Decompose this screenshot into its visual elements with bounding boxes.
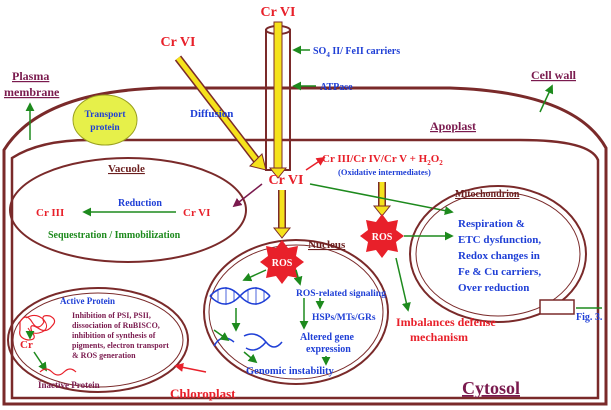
genomic-label: Genomic instability [246, 366, 335, 377]
ros-nucleus-burst [260, 240, 304, 284]
ros-to-dna-arrow [242, 269, 267, 282]
inactive-protein-label: Inactive Protein [38, 380, 100, 390]
to-vacuole-arrow [232, 183, 263, 208]
atpase-label: ATPase [320, 82, 353, 93]
chloroplast-cr: Cr [20, 339, 33, 351]
cytosol-label: Cytosol [462, 378, 520, 398]
ros-to-signaling-arrow [293, 269, 303, 286]
mitochondrion [409, 185, 587, 323]
mitochondrion-inner [415, 191, 581, 317]
plasma-membrane-outline [10, 138, 600, 400]
mito-line-2: ETC dysfunction, [458, 234, 541, 246]
intermediates-to-ros-arrow [372, 182, 392, 217]
diffusion-label: Diffusion [190, 108, 233, 120]
inhib-line-2: dissociation of RuBISCO, [72, 321, 160, 330]
mito-line-5: Over reduction [458, 282, 529, 294]
vacuole-label: Vacuole [108, 163, 145, 175]
reduction-label: Reduction [118, 198, 162, 209]
chl-arrow-2 [33, 351, 47, 372]
active-protein-label: Active Protein [60, 296, 115, 306]
ros-to-imbalance-arrow [395, 257, 411, 312]
altered-label-2: expression [306, 344, 351, 355]
fig3-label: Fig. 3. [576, 312, 603, 323]
mito-line-4: Fe & Cu carriers, [458, 266, 541, 278]
inhib-line-3: inhibition of synthesis of [72, 331, 156, 340]
transport-label-1: Transport [85, 110, 127, 120]
dna-arrow-2 [243, 351, 258, 364]
plasma-label-1: Plasma [12, 69, 49, 83]
vacuole-cr3: Cr III [36, 207, 64, 219]
imbalance-label-1: Imbalances defense [396, 315, 496, 329]
dna-helix-1 [209, 287, 271, 305]
mitochondrion-label: Mitochondrion [455, 189, 520, 200]
plasma-label-2: membrane [4, 85, 60, 99]
cell-wall-outline [2, 86, 608, 406]
to-mitochondrion-arrow [309, 183, 454, 216]
ros-nucleus-label: ROS [272, 258, 293, 269]
mito-line-3: Redox changes in [458, 250, 540, 262]
fig3-box [539, 299, 575, 315]
cr-vi-top: Cr VI [261, 5, 296, 20]
transport-protein [72, 94, 138, 146]
ros-right-label: ROS [372, 232, 393, 243]
cr-vi-to-nucleus-arrow [272, 190, 292, 239]
cr-vi-diffusion-arrow [174, 55, 267, 171]
cr-vi-left: Cr VI [161, 35, 196, 50]
transport-label-2: protein [90, 123, 120, 133]
hsps-label: HSPs/MTs/GRs [312, 313, 376, 323]
apoplast-label: Apoplast [430, 119, 476, 133]
cell-wall-arrow [539, 84, 554, 113]
to-chloroplast-arrow [174, 362, 207, 373]
to-intermediates-arrow [305, 157, 326, 171]
inactive-protein-squiggle [39, 368, 77, 376]
carriers-label: SO4 II/ FeII carriers [313, 46, 400, 59]
inhib-line-1: Inhibition of PSI, PSII, [72, 311, 151, 320]
ros-signaling-label: ROS-related signaling [296, 289, 386, 299]
intermediates-label: Cr III/Cr IV/Cr V + H2O2 [322, 153, 443, 167]
vacuole [9, 157, 247, 263]
ros-right-burst [360, 214, 404, 258]
cr-vi-center: Cr VI [269, 173, 304, 188]
chloroplast-label: Chloroplast [170, 386, 236, 401]
cell-wall-label: Cell wall [531, 68, 577, 82]
transport-channel [265, 21, 291, 179]
mito-line-1: Respiration & [458, 218, 525, 230]
chloroplast [7, 287, 189, 393]
vacuole-cr6: Cr VI [183, 207, 210, 219]
inhib-line-4: pigments, electron transport [72, 341, 169, 350]
altered-label-1: Altered gene [300, 332, 355, 343]
oxidative-label: (Oxidative intermediates) [338, 167, 431, 177]
nucleus [203, 239, 389, 385]
inhib-line-5: & ROS generation [72, 351, 136, 360]
nucleus-inner [208, 244, 384, 380]
imbalance-label-2: mechanism [410, 330, 468, 344]
nucleus-label: Nucleus [308, 239, 346, 251]
sequestration-label: Sequestration / Immobilization [48, 230, 181, 241]
dna-arrow-3 [213, 329, 230, 342]
active-protein-squiggle [19, 314, 56, 341]
chloroplast-inner [12, 292, 184, 388]
